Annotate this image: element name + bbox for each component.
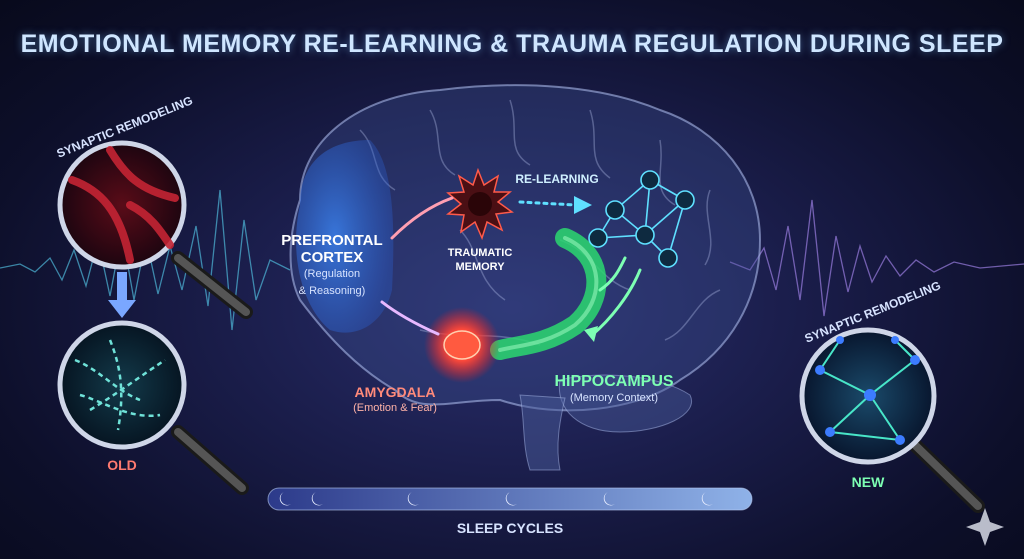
arrow-hippocampus-network <box>598 256 627 292</box>
flow-arrows <box>380 196 642 342</box>
sleep-cycles-label: SLEEP CYCLES <box>456 520 564 536</box>
old-label: OLD <box>107 457 137 473</box>
brain-illustration <box>289 84 762 471</box>
hippocampus-name: HIPPOCAMPUS <box>554 373 674 390</box>
hippocampus-desc: (Memory Context) <box>569 392 659 404</box>
amygdala-structure <box>424 307 500 383</box>
traumatic-line-1: TRAUMATIC <box>447 247 513 259</box>
magnifier-top-left <box>57 140 253 319</box>
sleep-cycles-bar <box>267 487 753 511</box>
traumatic-line-2: MEMORY <box>455 261 505 273</box>
prefrontal-name-1: PREFRONTAL <box>281 232 383 249</box>
down-arrow <box>108 272 136 318</box>
amygdala-desc: (Emotion & Fear) <box>353 402 437 414</box>
arrow-relearning <box>518 200 578 207</box>
sparkle-icon <box>966 508 1004 546</box>
amygdala-label: AMYGDALA (Emotion & Fear) <box>330 384 460 416</box>
traumatic-memory-node <box>445 167 514 241</box>
brainwave-right <box>729 199 1024 317</box>
page-title: EMOTIONAL MEMORY RE-LEARNING & TRAUMA RE… <box>20 30 1004 58</box>
arrow-pfc-amygdala <box>380 300 440 336</box>
amygdala-name: AMYGDALA <box>354 384 436 400</box>
magnifier-bottom-left <box>57 320 249 495</box>
arrow-pfc-trauma <box>390 196 454 240</box>
hippocampus-structure <box>490 228 607 360</box>
prefrontal-name-2: CORTEX <box>300 249 364 266</box>
prefrontal-label: PREFRONTAL CORTEX (Regulation & Reasonin… <box>272 232 392 300</box>
neural-network <box>588 170 695 268</box>
prefrontal-desc-1: (Regulation <box>303 268 361 280</box>
traumatic-memory-label: TRAUMATIC MEMORY <box>440 246 520 274</box>
new-label: NEW <box>851 474 885 490</box>
prefrontal-desc-2: & Reasoning) <box>298 285 366 297</box>
relearning-label: RE-LEARNING <box>515 172 599 186</box>
hippocampus-label: HIPPOCAMPUS (Memory Context) <box>544 373 684 407</box>
magnifier-right <box>799 327 985 513</box>
arrow-network-hippocampus <box>590 268 642 337</box>
